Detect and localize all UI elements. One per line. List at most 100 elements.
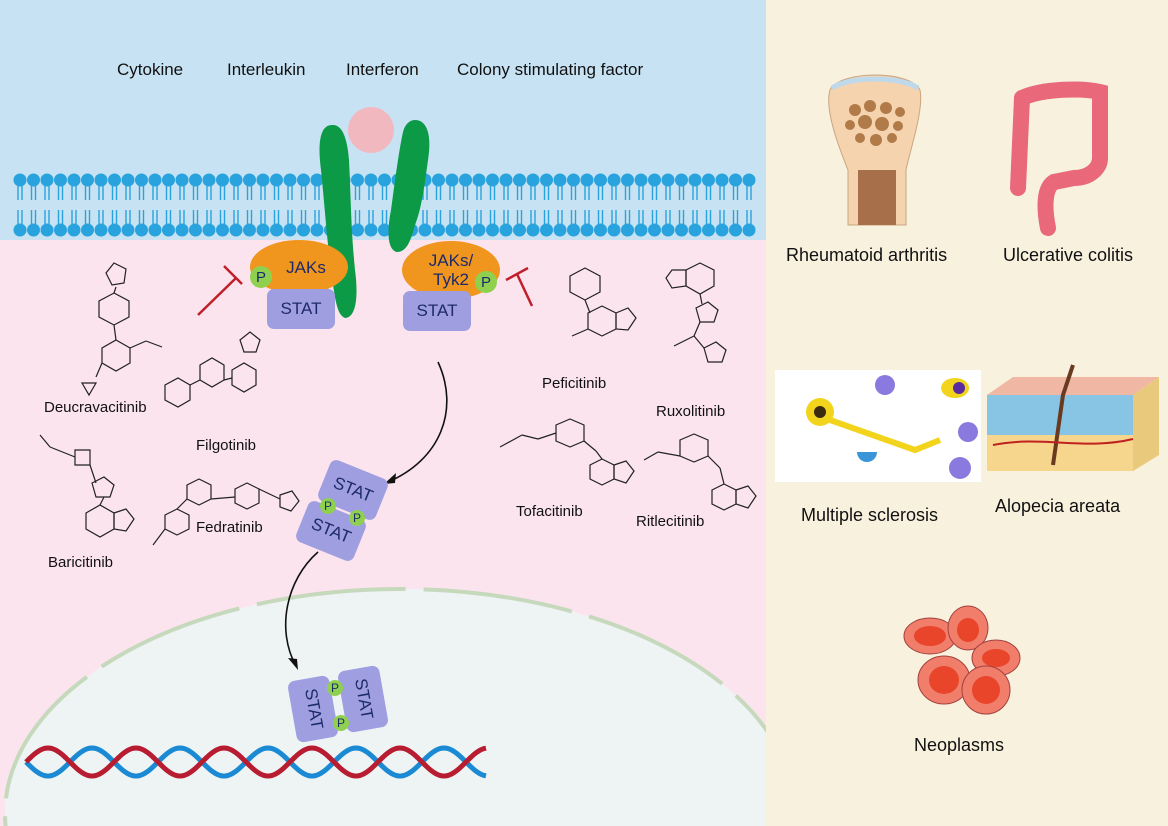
- structure-peficitinib: [569, 267, 637, 337]
- ligand-label-csf: Colony stimulating factor: [457, 60, 644, 79]
- lipid-head: [229, 223, 243, 237]
- lipid-head: [216, 223, 229, 237]
- red-blood-cells-illustration: [903, 605, 1021, 715]
- lipid-tail: [17, 186, 23, 224]
- arrow-to-dimer: [384, 361, 448, 484]
- lipid-head: [81, 223, 94, 237]
- lipid-tail: [152, 186, 158, 224]
- lipid-tail: [462, 186, 469, 224]
- lipid-head: [594, 173, 607, 187]
- lipid-head: [175, 173, 189, 187]
- lipid-head: [499, 173, 513, 187]
- lipid-head: [121, 173, 135, 187]
- lipid-tail: [651, 186, 658, 224]
- lipid-tail: [516, 186, 523, 224]
- lipid-head: [121, 223, 135, 237]
- bone-illustration: [828, 74, 922, 226]
- lipid-tail: [435, 186, 442, 224]
- disease-label-ulcerative-colitis: Ulcerative colitis: [1003, 245, 1134, 265]
- lipid-head: [40, 223, 54, 237]
- signaling-pathway-panel: Cytokine Interleukin Interferon Colony s…: [0, 0, 766, 826]
- lipid-head: [688, 223, 702, 237]
- drug-label-deucravacitinib: Deucravacitinib: [44, 399, 147, 416]
- lipid-head: [175, 223, 189, 237]
- colon-illustration: [1010, 81, 1108, 236]
- lipid-head: [243, 173, 256, 187]
- lipid-head: [108, 223, 121, 237]
- lipid-tail: [138, 186, 145, 224]
- structure-fedratinib: [152, 478, 300, 546]
- lipid-head: [432, 173, 445, 187]
- receptor-right: [388, 120, 430, 252]
- lipid-head: [283, 223, 297, 237]
- lipid-head: [513, 223, 526, 237]
- lipid-head: [54, 173, 67, 187]
- drug-label-ruxolitinib: Ruxolitinib: [656, 403, 726, 420]
- lipid-tail: [624, 186, 631, 224]
- lipid-head: [526, 173, 540, 187]
- lipid-head: [378, 173, 391, 187]
- lipid-head: [94, 223, 108, 237]
- lipid-head: [486, 223, 499, 237]
- lipid-head: [459, 173, 472, 187]
- lipid-tail: [206, 186, 212, 224]
- lipid-head: [634, 173, 648, 187]
- lipid-head: [675, 223, 688, 237]
- stat-right: STAT: [403, 291, 471, 331]
- structure-tofacitinib: [499, 418, 635, 486]
- lipid-tail: [246, 186, 253, 224]
- lipid-tail: [71, 186, 77, 224]
- lipid-tail: [354, 186, 361, 224]
- lipid-head: [445, 173, 459, 187]
- phospho-dimer-1: P: [320, 498, 336, 514]
- structure-ritlecitinib: [643, 433, 757, 511]
- lipid-head: [202, 173, 216, 187]
- phospho-nuclear-1: P: [327, 680, 343, 696]
- lipid-tail: [611, 186, 617, 224]
- ligand-label-interferon: Interferon: [346, 60, 419, 79]
- lipid-head: [351, 223, 364, 237]
- lipid-head: [27, 173, 40, 187]
- lipid-tail: [57, 186, 64, 224]
- drug-label-peficitinib: Peficitinib: [542, 375, 607, 392]
- lipid-head: [580, 223, 594, 237]
- lipid-head: [310, 173, 324, 187]
- lipid-head: [40, 173, 54, 187]
- lipid-tail: [476, 186, 482, 224]
- lipid-head: [729, 173, 742, 187]
- lipid-tail: [692, 186, 698, 224]
- lipid-head: [729, 223, 742, 237]
- lipid-head: [648, 173, 661, 187]
- lipid-tail: [84, 186, 91, 224]
- lipid-head: [580, 173, 594, 187]
- lipid-tail: [489, 186, 496, 224]
- lipid-head: [688, 173, 702, 187]
- lipid-head: [94, 173, 108, 187]
- lipid-head: [634, 223, 648, 237]
- lipid-head: [283, 173, 297, 187]
- lipid-head: [256, 223, 270, 237]
- phospho-dimer-2: P: [349, 510, 365, 526]
- lipid-tail: [732, 186, 739, 224]
- lipid-head: [216, 173, 229, 187]
- dna-strand-blue: [24, 745, 487, 779]
- lipid-head: [108, 173, 121, 187]
- phospho-jak-right: P: [475, 271, 497, 293]
- ligand-ball: [348, 107, 394, 153]
- lipid-head: [54, 223, 67, 237]
- lipid-head: [351, 173, 364, 187]
- inhibitor-left: [197, 265, 243, 316]
- lipid-head: [364, 173, 378, 187]
- lipid-head: [553, 173, 567, 187]
- lipid-head: [148, 173, 162, 187]
- drug-label-tofacitinib: Tofacitinib: [516, 503, 583, 520]
- dna-strand-red: [24, 745, 487, 779]
- lipid-head: [162, 173, 175, 187]
- lipid-head: [513, 173, 526, 187]
- lipid-head: [607, 173, 621, 187]
- lipid-head: [675, 173, 688, 187]
- lipid-head: [135, 173, 148, 187]
- lipid-tail: [300, 186, 307, 224]
- lipid-head: [553, 223, 567, 237]
- lipid-head: [540, 173, 553, 187]
